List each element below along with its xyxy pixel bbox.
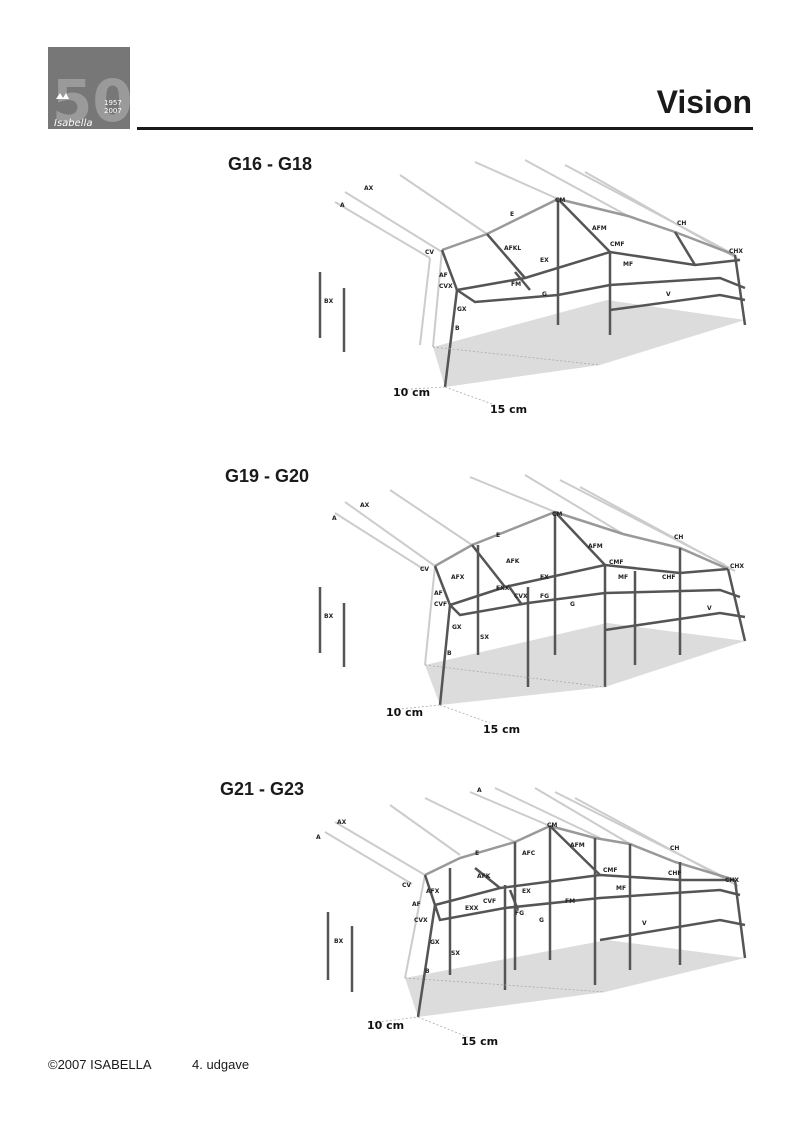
part-label: SX xyxy=(451,950,460,957)
part-label: A xyxy=(316,834,321,841)
edition: 4. udgave xyxy=(192,1057,250,1072)
part-label: CVF xyxy=(483,898,496,905)
dimension-label: 10 cm xyxy=(386,706,423,719)
part-label: CVX xyxy=(414,917,428,924)
part-label: G xyxy=(539,917,544,924)
svg-text:50: 50 xyxy=(52,67,130,129)
part-label: MF xyxy=(623,261,633,268)
part-label: MF xyxy=(616,885,626,892)
page-title: Vision xyxy=(656,84,752,120)
part-label: AFKL xyxy=(504,245,521,252)
part-label: FM xyxy=(511,281,521,288)
part-label: AFK xyxy=(506,558,520,565)
part-label: AFM xyxy=(570,842,585,849)
part-label: SX xyxy=(480,634,489,641)
part-label: V xyxy=(707,605,712,612)
part-label: CM xyxy=(552,511,562,518)
part-label: EX xyxy=(540,257,549,264)
part-label: CM xyxy=(555,197,565,204)
part-label: AFM xyxy=(592,225,607,232)
part-label: E xyxy=(496,532,500,539)
part-label: CH xyxy=(674,534,683,541)
part-label: CVX xyxy=(514,593,528,600)
tent-frame-diagram: AX A E CM AFM CH CV AFKL CMF CHX EX MF A… xyxy=(300,150,760,430)
part-label: AX xyxy=(337,819,347,826)
part-label: V xyxy=(666,291,671,298)
isabella-50-logo: 50 1957 2007 Isabella xyxy=(48,47,133,135)
part-label: A xyxy=(340,202,345,209)
part-label: AF xyxy=(412,901,421,908)
part-label: EXX xyxy=(496,585,510,592)
part-label: BX xyxy=(334,938,344,945)
tent-frame-diagram: A AX A CM AFM E AFC CH CV AFX AFK CMF CH… xyxy=(300,780,760,1060)
part-label: BX xyxy=(324,613,334,620)
part-label: CV xyxy=(425,249,434,256)
part-label: CM xyxy=(547,822,557,829)
part-label: CHX xyxy=(729,248,743,255)
part-label: FG xyxy=(515,910,524,917)
part-label: CVF xyxy=(434,601,447,608)
section-title: G19 - G20 xyxy=(225,466,310,486)
part-label: GX xyxy=(430,939,440,946)
part-label: AX xyxy=(364,185,374,192)
crown-icon xyxy=(56,93,69,99)
part-label: E xyxy=(475,850,479,857)
section-title: G16 - G18 xyxy=(228,154,313,174)
part-label: B xyxy=(425,968,430,975)
part-label: CV xyxy=(420,566,429,573)
dimension-label: 10 cm xyxy=(367,1019,404,1032)
part-label: FM xyxy=(565,898,575,905)
part-label: G xyxy=(542,291,547,298)
dimension-label: 10 cm xyxy=(393,386,430,399)
logo-year-start: 1957 xyxy=(104,99,122,107)
part-label: B xyxy=(455,325,460,332)
part-label: AFX xyxy=(451,574,465,581)
part-label: A xyxy=(332,515,337,522)
part-label: CH xyxy=(677,220,686,227)
part-label: V xyxy=(642,920,647,927)
part-label: CMF xyxy=(609,559,623,566)
part-label: AX xyxy=(360,502,370,509)
part-label: AFX xyxy=(426,888,440,895)
part-label: B xyxy=(447,650,452,657)
part-label: CMF xyxy=(603,867,617,874)
part-label: BX xyxy=(324,298,334,305)
header-rule xyxy=(137,127,753,130)
part-label: AFK xyxy=(477,873,491,880)
part-label: AF xyxy=(434,590,443,597)
part-label: CVX xyxy=(439,283,453,290)
part-label: CHX xyxy=(725,877,739,884)
part-label: GX xyxy=(452,624,462,631)
part-label: CHX xyxy=(730,563,744,570)
dimension-label: 15 cm xyxy=(461,1035,498,1048)
dimension-label: 15 cm xyxy=(483,723,520,736)
part-label: CHF xyxy=(662,574,676,581)
part-label: A xyxy=(477,787,482,794)
dimension-label: 15 cm xyxy=(490,403,527,416)
section-title: G21 - G23 xyxy=(220,779,305,799)
part-label: E xyxy=(510,211,514,218)
part-label: FG xyxy=(540,593,549,600)
part-label: GX xyxy=(457,306,467,313)
part-label: MF xyxy=(618,574,628,581)
part-label: CMF xyxy=(610,241,624,248)
logo-year-end: 2007 xyxy=(104,107,122,115)
part-label: EXX xyxy=(465,905,479,912)
part-label: AFM xyxy=(588,543,603,550)
part-label: CV xyxy=(402,882,411,889)
part-label: G xyxy=(570,601,575,608)
tent-frame-diagram: AX A E CM AFM CH CV AFX AFK CMF CHX EXX … xyxy=(300,465,760,745)
part-label: CHF xyxy=(668,870,682,877)
copyright: ©2007 ISABELLA xyxy=(48,1057,152,1072)
part-label: CH xyxy=(670,845,679,852)
part-label: AFC xyxy=(522,850,536,857)
part-label: EX xyxy=(540,574,549,581)
part-label: EX xyxy=(522,888,531,895)
logo-brand: Isabella xyxy=(54,118,92,129)
part-label: AF xyxy=(439,272,448,279)
